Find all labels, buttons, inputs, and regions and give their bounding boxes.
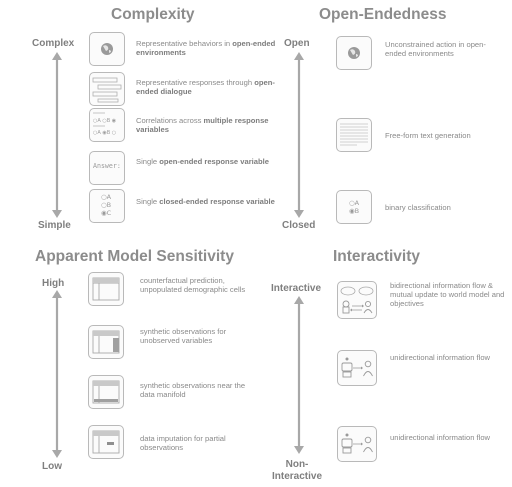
sensitivity-item-1-text: counterfactual prediction, unpopulated d… [140, 276, 246, 295]
interactivity-item-2-text: unidirectional information flow [390, 353, 491, 362]
robot-to-person-icon [337, 350, 377, 386]
single-cell-icon [88, 425, 124, 459]
dialogue-icon [89, 72, 125, 106]
svg-text:○A ○B ◉: ○A ○B ◉ [93, 118, 116, 124]
interactivity-bottom-label: Non-Interactive [271, 459, 323, 482]
sensitivity-axis-arrow [52, 290, 62, 458]
open-endedness-axis-arrow [294, 52, 304, 218]
binary-options-icon: ○A ◉B [336, 190, 372, 224]
sensitivity-item-4-text: data imputation for partial observations [140, 434, 226, 453]
sensitivity-bottom-label: Low [42, 461, 62, 472]
open-endedness-item-2-text: Free-form text generation [385, 131, 471, 140]
complexity-axis-arrow [52, 52, 62, 218]
interactivity-title: Interactivity [333, 248, 421, 265]
interactivity-top-label: Interactive [271, 283, 322, 294]
globe-icon [336, 36, 372, 70]
multi-choice-icon: ○A ○B ◉ ○A ◉B ○ [89, 108, 125, 142]
partial-table-icon [88, 325, 124, 359]
sensitivity-item-3-text: synthetic observations near the data man… [140, 381, 246, 400]
open-endedness-title: Open-Endedness [319, 6, 447, 23]
empty-table-icon [88, 272, 124, 306]
complexity-bottom-label: Simple [38, 220, 71, 231]
interactivity-item-3-text: unidirectional information flow [390, 433, 491, 442]
complexity-item-3-text: Correlations across multiple response va… [136, 116, 269, 135]
option-a: ○A [349, 199, 360, 207]
open-endedness-top-label: Open [284, 38, 310, 49]
complexity-title: Complexity [111, 6, 195, 23]
option-b: ◉B [349, 207, 360, 215]
complexity-item-2-text: Representative responses through open-en… [136, 78, 275, 97]
abc-options-icon: ○A ○B ◉C [89, 189, 125, 223]
answer-box-icon: Answer: [89, 151, 125, 185]
robot-to-person-icon [337, 426, 377, 462]
option-c: ◉C [101, 209, 112, 217]
svg-text:○A ◉B ○: ○A ◉B ○ [93, 130, 116, 136]
interactivity-axis-arrow [294, 296, 304, 454]
sensitivity-item-2-text: synthetic observations for unobserved va… [140, 327, 227, 346]
sensitivity-title: Apparent Model Sensitivity [35, 248, 234, 265]
sensitivity-top-label: High [42, 278, 65, 289]
complexity-item-1-text: Representative behaviors in open-ended e… [136, 39, 276, 58]
near-table-icon [88, 375, 124, 409]
complexity-item-4-text: Single open-ended response variable [136, 157, 269, 166]
globe-icon [89, 32, 125, 66]
bidirectional-flow-icon [337, 281, 377, 319]
option-b: ○B [101, 201, 112, 209]
open-endedness-bottom-label: Closed [282, 220, 316, 231]
open-endedness-item-1-text: Unconstrained action in open-ended envir… [385, 40, 486, 59]
text-doc-icon [336, 118, 372, 152]
answer-box-label: Answer: [93, 162, 121, 170]
interactivity-item-1-text: bidirectional information flow & mutual … [390, 281, 505, 309]
option-a: ○A [101, 193, 112, 201]
open-endedness-item-3-text: binary classification [385, 203, 451, 212]
complexity-top-label: Complex [32, 38, 75, 49]
complexity-item-5-text: Single closed-ended response variable [136, 197, 275, 206]
